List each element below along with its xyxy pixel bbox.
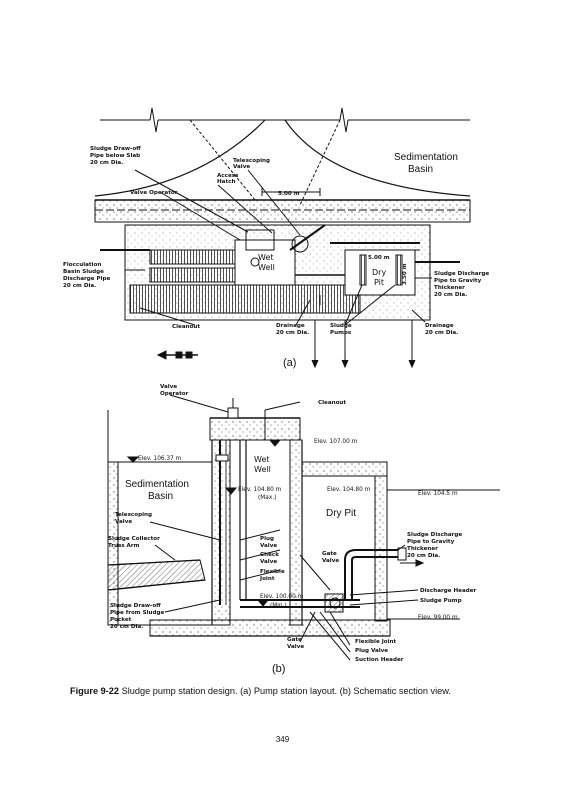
section-view-b: [107, 394, 500, 661]
figure-caption-text: Sludge pump station design. (a) Pump sta…: [121, 686, 451, 696]
suction-header-label: Suction Header: [355, 657, 404, 663]
sludge-pumps-label-1: Sludge: [330, 323, 352, 329]
dry-pit-label-2: Pit: [374, 278, 384, 287]
telescoping-b-label-2: Valve: [115, 519, 132, 525]
valve-operator-label: Valve Operator: [130, 190, 178, 196]
plan-view-a: [94, 107, 471, 369]
valve-operator-b-label-1: Valve: [160, 384, 177, 390]
telescoping-b-label-1: Telescoping: [115, 512, 152, 518]
drainage1-label-1: Drainage: [276, 323, 305, 329]
figure-caption: Figure 9-22 Sludge pump station design. …: [70, 686, 550, 696]
sludge-drawoff-b-label-4: 20 cm Dia.: [110, 624, 143, 630]
sedimentation-label-1: Sedimentation: [394, 152, 458, 163]
flexible-joint-label-2: Joint: [259, 576, 275, 582]
dry-pit-label-1: Dry: [372, 268, 386, 277]
max-label: (Max.): [258, 495, 276, 501]
discharge-header-label: Discharge Header: [420, 588, 477, 594]
elev-10637-label: Elev. 106.37 m: [138, 456, 182, 462]
flocculation-label-1: Flocculation: [63, 262, 101, 268]
sedimentation-b-label-2: Basin: [148, 491, 173, 502]
plug-valve-label-2: Valve: [260, 543, 277, 549]
flexible-joint2-label: Flexible Joint: [355, 639, 397, 645]
access-label-2: Hatch: [217, 179, 235, 185]
wet-well-b-label-1: Wet: [254, 455, 270, 464]
check-valve-label-2: Valve: [260, 559, 277, 565]
sublabel-b: (b): [272, 663, 286, 675]
sublabel-a: (a): [283, 357, 297, 369]
drainage1-label-2: 20 cm Dia.: [276, 330, 309, 336]
sedimentation-b-label-1: Sedimentation: [125, 479, 189, 490]
elev-1045-label: Elev. 104.5 m: [418, 491, 458, 497]
section-labels: Valve Operator Cleanout Elev. 107.00 m E…: [108, 384, 477, 663]
elev-10480a-label: Elev. 104.80 m: [238, 487, 282, 493]
drainage2-label-1: Drainage: [425, 323, 454, 329]
elev-107-label: Elev. 107.00 m: [314, 439, 358, 445]
sludge-drawoff-label-2: Pipe below Slab: [90, 153, 140, 159]
dim-500-label: 5.00 m: [278, 191, 300, 197]
valve-operator-b-label-2: Operator: [160, 391, 189, 397]
plug-valve-label-1: Plug: [260, 536, 274, 542]
gate-valve-label-2: Valve: [322, 558, 339, 564]
sludge-discharge-b-label-1: Sludge Discharge: [407, 532, 462, 538]
sludge-pumps-label-2: Pumps: [330, 330, 352, 336]
sludge-collector-label-2: Truss Arm: [108, 543, 140, 549]
wet-well-b-label-2: Well: [254, 465, 271, 474]
sludge-discharge-label-4: 20 cm Dia.: [434, 292, 467, 298]
sludge-collector-label-1: Sludge Collector: [108, 536, 160, 542]
elev-100-label: Elev. 100.00 m: [260, 594, 304, 600]
sludge-drawoff-label-3: 20 cm Dia.: [90, 160, 123, 166]
plug-valve2-label: Plug Valve: [355, 648, 388, 654]
gate-valve2-label-2: Valve: [287, 644, 304, 650]
min-label: (Min.): [270, 603, 287, 609]
flocculation-label-4: 20 cm Dia.: [63, 283, 96, 289]
cleanout-label: Cleanout: [172, 324, 200, 330]
plan-labels: Sludge Draw-off Pipe below Slab 20 cm Di…: [63, 146, 489, 336]
flocculation-label-3: Discharge Pipe: [63, 276, 110, 282]
sludge-discharge-label-2: Pipe to Gravity: [434, 278, 482, 284]
telescoping-label-2: Valve: [233, 164, 250, 170]
flexible-joint-label-1: Flexible: [260, 569, 285, 575]
sludge-discharge-label-1: Sludge Discharge: [434, 271, 489, 277]
figure-number: Figure 9-22: [70, 686, 120, 696]
elev-99-label: Elev. 99.00 m: [418, 615, 458, 621]
sludge-discharge-b-label-4: 20 cm Dia.: [407, 553, 440, 559]
sludge-drawoff-b-label-3: Pocket: [110, 617, 132, 623]
wet-well-label-2: Well: [258, 263, 275, 272]
sludge-drawoff-b-label-2: Pipe from Sludge: [110, 610, 165, 616]
gate-valve2-label-1: Gate: [287, 637, 302, 643]
flocculation-label-2: Basin Sludge: [63, 269, 104, 275]
cleanout-b-label: Cleanout: [318, 400, 346, 406]
dim-500b-label: 5.00 m: [368, 255, 390, 261]
gate-valve-label-1: Gate: [322, 551, 337, 557]
check-valve-label-1: Check: [260, 552, 279, 558]
access-label-1: Access: [217, 173, 239, 179]
sludge-drawoff-label-1: Sludge Draw-off: [90, 146, 141, 152]
drainage2-label-2: 20 cm Dia.: [425, 330, 458, 336]
sedimentation-label-2: Basin: [408, 164, 433, 175]
sludge-discharge-b-label-2: Pipe to Gravity: [407, 539, 455, 545]
sludge-discharge-b-label-3: Thickener: [407, 546, 438, 552]
wet-well-label-1: Wet: [258, 253, 274, 262]
sludge-drawoff-b-label-1: Sludge Draw-off: [110, 603, 161, 609]
sludge-pump-label: Sludge Pump: [420, 598, 462, 604]
sludge-discharge-label-3: Thickener: [434, 285, 465, 291]
dry-pit-b-label: Dry Pit: [326, 508, 356, 519]
elev-10480b-label: Elev. 104.80 m: [327, 487, 371, 493]
telescoping-label-1: Telescoping: [233, 158, 270, 164]
page-number: 349: [275, 735, 290, 744]
dim-350-label: 3.50 m: [402, 263, 408, 285]
